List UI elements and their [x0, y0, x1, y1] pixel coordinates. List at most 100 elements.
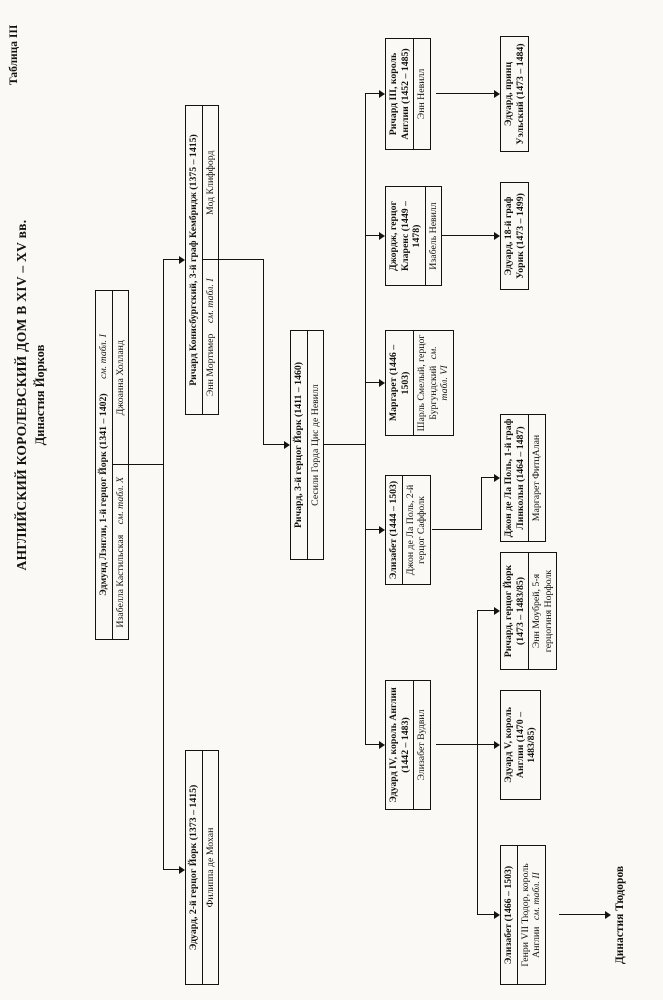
person-name: Ричард III, король Англии (1452 – 1485) [388, 48, 411, 140]
person-name-cell: Эдуард, 2-й герцог Йорк (1373 – 1415) [186, 751, 202, 984]
person-name: Элизабет (1444 – 1503) [388, 480, 399, 580]
person-name-cell: Эдмунд Лэнгли, 1-й герцог Йорк (1341 – 1… [96, 291, 112, 639]
person-name: Джордж, герцог Кларенс (1449 – 1478) [388, 201, 423, 271]
person-name-cell: Джон де Ла Поль, 1-й граф Линкольн (1464… [501, 415, 528, 541]
person-box-edmund-langley: Эдмунд Лэнгли, 1-й герцог Йорк (1341 – 1… [95, 290, 130, 640]
person-box-elizabeth-1466: Элизабет (1466 – 1503) Генри VII Тюдор, … [500, 845, 546, 985]
spouse-cell: Маргарет ФитцАлан [528, 415, 545, 541]
connector-line [436, 93, 494, 94]
connector-line [432, 529, 482, 530]
spouse-cell: Энн Мортимер см. табл. I [203, 261, 219, 415]
person-box-edward-wales: Эдуард, принц Уэльский (1473 – 1484) [500, 36, 530, 152]
spouse-name: Филиппа де Мохан [204, 827, 216, 908]
person-box-richard-3rd-duke: Ричард, 3-й герцог Йорк (1411 – 1460) Се… [290, 330, 325, 560]
person-box-edward-warwick: Эдуард, 18-й граф Уорик (1473 – 1499) [500, 182, 530, 290]
spouse-name: Элизабет Вудвил [416, 709, 428, 781]
connector-line [365, 382, 379, 383]
spouse-cell: Генри VII Тюдор, король Англии см. табл.… [516, 846, 545, 984]
table-ref: см. табл. II [531, 872, 543, 921]
connector-line [124, 464, 164, 465]
spouses-row: Энн Мортимер см. табл. I Мод Клиффорд [201, 106, 219, 415]
connector-line [263, 444, 284, 445]
spouse-cell: Сесили Горда Цис де Невилл [306, 331, 324, 559]
person-name: Маргарет (1446 – 1503) [388, 344, 411, 422]
connector-line [365, 744, 379, 745]
person-box-george-clarence: Джордж, герцог Кларенс (1449 – 1478) Иза… [385, 186, 443, 286]
spouse-cell: Энн Невилл [413, 39, 430, 149]
spouse-name: Сесили Горда Цис де Невилл [309, 384, 321, 506]
person-name: Элизабет (1466 – 1503) [503, 865, 514, 965]
connector-arrow-down [605, 911, 611, 919]
connector-line [263, 259, 264, 445]
spouse-name: Мод Клиффорд [204, 150, 216, 215]
chart-title: АНГЛИЙСКИЙ КОРОЛЕВСКИЙ ДОМ В XIV – XV вв… [14, 160, 48, 630]
spouse-name: Энн Моубрей, 5-я герцогиня Норфолк [531, 569, 554, 653]
person-name-cell: Ричард III, король Англии (1452 – 1485) [386, 39, 413, 149]
connector-line [365, 235, 379, 236]
table-number-label: Таблица III [8, 24, 20, 85]
spouse-name: Джон де Ла Поль, 2-й герцог Саффолк [404, 484, 428, 576]
person-name: Эдуард, 18-й граф Уорик (1473 – 1499) [503, 193, 526, 279]
person-box-richard-duke-york-1473: Ричард, герцог Йорк (1473 – 1483/85) Энн… [500, 552, 558, 670]
connector-line [477, 610, 478, 915]
spouse-name: Джоанна Холланд [114, 340, 126, 416]
person-name-cell: Маргарет (1446 – 1503) [386, 331, 413, 435]
person-name-cell: Эдуард IV, король Англии (1442 – 1483) [386, 681, 413, 809]
chart-title-line1: АНГЛИЙСКИЙ КОРОЛЕВСКИЙ ДОМ В XIV – XV вв… [14, 219, 29, 571]
person-box-elizabeth-1444: Элизабет (1444 – 1503) Джон де Ла Поль, … [385, 475, 431, 585]
connector-line [477, 914, 494, 915]
connector-line [163, 259, 164, 870]
spouse-cell: Шарль Смелый, герцог Бургундский см. таб… [413, 331, 453, 435]
person-name: Ричард Конисбургский, 3-й граф Кембридж … [188, 134, 199, 386]
person-box-margaret-1446: Маргарет (1446 – 1503) Шарль Смелый, гер… [385, 330, 454, 436]
connector-line [477, 610, 494, 611]
connector-line [216, 259, 264, 260]
tudor-dynasty-label: Династия Тюдоров [614, 865, 626, 965]
spouse-name: Изабель Невилл [427, 202, 439, 270]
spouse-cell: Джоанна Холланд [112, 291, 129, 466]
spouse-name: Маргарет ФитцАлан [531, 434, 543, 522]
person-name-cell: Эдуард V, король Англии (1470 – 1483/85) [501, 691, 540, 799]
person-name-cell: Эдуард, 18-й граф Уорик (1473 – 1499) [501, 183, 528, 289]
person-box-richard-conisburgh: Ричард Конисбургский, 3-й граф Кембридж … [185, 105, 220, 415]
connector-line [163, 869, 179, 870]
person-name: Эдуард V, король Англии (1470 – 1483/85) [503, 707, 538, 783]
person-name: Ричард, герцог Йорк (1473 – 1483/85) [503, 564, 526, 658]
connector-line [481, 477, 494, 478]
spouses-row: Изабелла Кастильская см. табл. X Джоанна… [111, 291, 129, 639]
person-box-edward-iv: Эдуард IV, король Англии (1442 – 1483) Э… [385, 680, 431, 810]
person-name-cell: Джордж, герцог Кларенс (1449 – 1478) [386, 187, 425, 285]
person-name: Эдуард IV, король Англии (1442 – 1483) [388, 687, 411, 803]
spouse-cell: Элизабет Вудвил [413, 681, 430, 809]
spouse-cell: Энн Моубрей, 5-я герцогиня Норфолк [528, 553, 557, 669]
person-name: Эдмунд Лэнгли, 1-й герцог Йорк (1341 – 1… [98, 393, 109, 596]
person-name-cell: Ричард Конисбургский, 3-й граф Кембридж … [186, 106, 202, 414]
spouse-cell: Мод Клиффорд [202, 106, 219, 261]
spouse-name: Энн Невилл [416, 68, 428, 120]
connector-line [559, 914, 605, 915]
spouse-cell: Джон де Ла Поль, 2-й герцог Саффолк [401, 476, 430, 584]
connector-line [477, 744, 494, 745]
table-ref: см. табл. X [114, 476, 126, 525]
spouse-cell: Изабель Невилл [424, 187, 442, 285]
table-ref: см. табл. I [98, 334, 109, 379]
person-name: Эдуард, 2-й герцог Йорк (1373 – 1415) [188, 784, 199, 951]
person-box-richard-iii: Ричард III, король Англии (1452 – 1485) … [385, 38, 431, 150]
person-name: Ричард, 3-й герцог Йорк (1411 – 1460) [293, 361, 304, 529]
connector-line [481, 477, 482, 530]
person-name-cell: Ричард, герцог Йорк (1473 – 1483/85) [501, 553, 528, 669]
connector-line [365, 93, 366, 745]
connector-line [436, 235, 494, 236]
connector-line [365, 93, 379, 94]
connector-line [436, 744, 478, 745]
person-name-cell: Элизабет (1466 – 1503) [501, 846, 517, 984]
person-box-edward-2nd-duke: Эдуард, 2-й герцог Йорк (1373 – 1415) Фи… [185, 750, 220, 985]
person-name-cell: Эдуард, принц Уэльский (1473 – 1484) [501, 37, 528, 151]
person-box-edward-v: Эдуард V, король Англии (1470 – 1483/85) [500, 690, 541, 800]
connector-line [163, 259, 179, 260]
connector-line [365, 529, 379, 530]
person-name: Эдуард, принц Уэльский (1473 – 1484) [503, 43, 526, 145]
person-name-cell: Ричард, 3-й герцог Йорк (1411 – 1460) [291, 331, 307, 559]
